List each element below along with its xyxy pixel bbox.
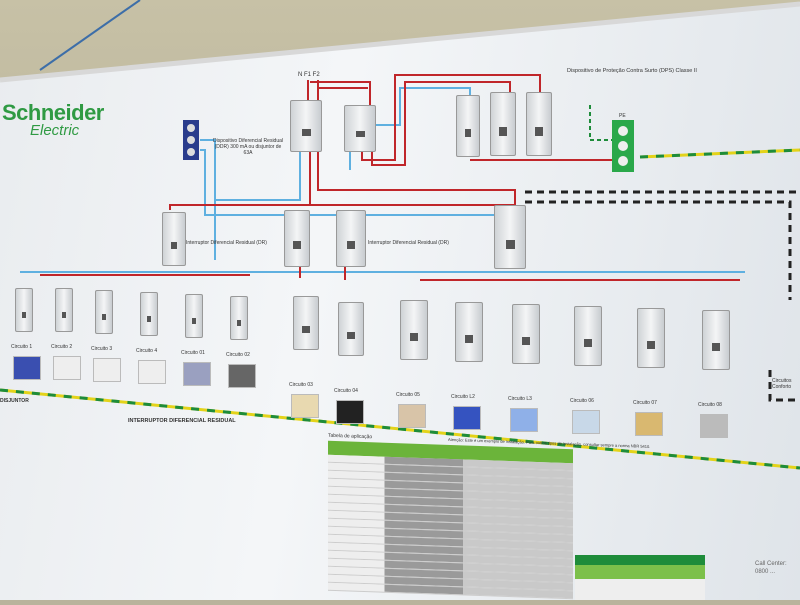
circuit-label: Circuito 05 bbox=[396, 392, 420, 398]
ground-bus bbox=[0, 105, 800, 470]
appliance-image bbox=[398, 404, 426, 428]
ddr-breaker bbox=[290, 100, 322, 152]
circuits-right-label: Circuitos Conforto bbox=[772, 378, 792, 390]
appliance-image bbox=[510, 408, 538, 432]
conductor-table bbox=[575, 555, 705, 600]
hanging-rope bbox=[39, 0, 141, 71]
dashed-circuit-lines bbox=[525, 190, 800, 402]
circuit-breaker bbox=[512, 304, 540, 364]
contact-info: Call Center: 0800 ... bbox=[755, 561, 787, 575]
conductor-table-header bbox=[575, 555, 705, 565]
main-breaker bbox=[344, 105, 376, 152]
application-table: Tabela de aplicação Atenção: Este é um e… bbox=[328, 433, 650, 600]
appliance-image bbox=[336, 400, 364, 424]
poster-rod bbox=[0, 1, 800, 83]
circuit-label: Circuito 01 bbox=[181, 350, 205, 356]
appliance-image bbox=[572, 410, 600, 434]
circuit-label: Circuito 1 bbox=[11, 344, 33, 350]
appliance-image bbox=[183, 362, 211, 386]
pe-terminal-block bbox=[612, 120, 634, 172]
circuit-breaker bbox=[95, 290, 113, 334]
dr-breaker-4 bbox=[494, 205, 526, 269]
circuit-label: Circuito 3 bbox=[91, 346, 113, 352]
circuit-label: Circuito 06 bbox=[570, 398, 594, 404]
conductor-table-subheader bbox=[575, 565, 705, 579]
circuit-breaker bbox=[293, 296, 319, 350]
circuit-breaker bbox=[15, 288, 33, 332]
schneider-electric-logo: Schneider Electric bbox=[2, 100, 104, 139]
dr-label-left: Interruptor Diferencial Residual (DR) bbox=[186, 240, 267, 246]
dr-breaker-3 bbox=[336, 210, 366, 267]
circuit-label: Circuito 07 bbox=[633, 400, 657, 406]
circuit-label: Circuito 2 bbox=[51, 344, 73, 350]
appliance-image bbox=[453, 406, 481, 430]
pe-label: PE bbox=[619, 113, 626, 119]
dr-breaker-1 bbox=[162, 212, 186, 266]
appliance-image bbox=[291, 394, 319, 418]
circuit-label: Circuito 4 bbox=[136, 348, 158, 354]
logo-subtext: Electric bbox=[30, 122, 80, 139]
phase-wires bbox=[40, 74, 740, 281]
circuit-label: Circuito 02 bbox=[226, 352, 250, 358]
circuit-label: Circuito 08 bbox=[698, 402, 722, 408]
appliance-image bbox=[138, 360, 166, 384]
dps-module-1 bbox=[456, 95, 480, 157]
section-idr-title: INTERRUPTOR DIFERENCIAL RESIDUAL bbox=[128, 418, 236, 424]
section-left-title: DISJUNTOR bbox=[0, 398, 29, 404]
circuit-breaker bbox=[455, 302, 483, 362]
dps-module-2 bbox=[490, 92, 516, 156]
circuit-breaker bbox=[637, 308, 665, 368]
ddr-label: Dispositivo Diferencial Residual (DDR) 3… bbox=[212, 138, 284, 156]
phase-label: N F1 F2 bbox=[298, 72, 320, 78]
circuit-breaker bbox=[140, 292, 158, 336]
circuit-label: Circuito L2 bbox=[451, 394, 475, 400]
logo-text: Schneider bbox=[2, 100, 104, 125]
dps-module-3 bbox=[526, 92, 552, 156]
dps-label: Dispositivo de Proteção Contra Surto (DP… bbox=[567, 68, 697, 74]
circuit-breaker bbox=[55, 288, 73, 332]
circuit-breaker bbox=[574, 306, 602, 366]
circuit-label: Circuito L3 bbox=[508, 396, 532, 402]
circuit-label: Circuito 04 bbox=[334, 388, 358, 394]
appliance-image bbox=[13, 356, 41, 380]
appliance-image bbox=[53, 356, 81, 380]
neutral-terminal-block bbox=[183, 120, 199, 160]
dr-label-right: Interruptor Diferencial Residual (DR) bbox=[368, 240, 449, 246]
circuit-breaker bbox=[702, 310, 730, 370]
circuit-breaker bbox=[230, 296, 248, 340]
circuit-breaker bbox=[338, 302, 364, 356]
appliance-image bbox=[228, 364, 256, 388]
circuit-label: Circuito 03 bbox=[289, 382, 313, 388]
appliance-image bbox=[635, 412, 663, 436]
table-rows bbox=[328, 454, 573, 600]
appliance-image bbox=[93, 358, 121, 382]
circuit-breaker bbox=[185, 294, 203, 338]
appliance-image bbox=[700, 414, 728, 438]
circuit-breaker bbox=[400, 300, 428, 360]
dr-breaker-2 bbox=[284, 210, 310, 267]
